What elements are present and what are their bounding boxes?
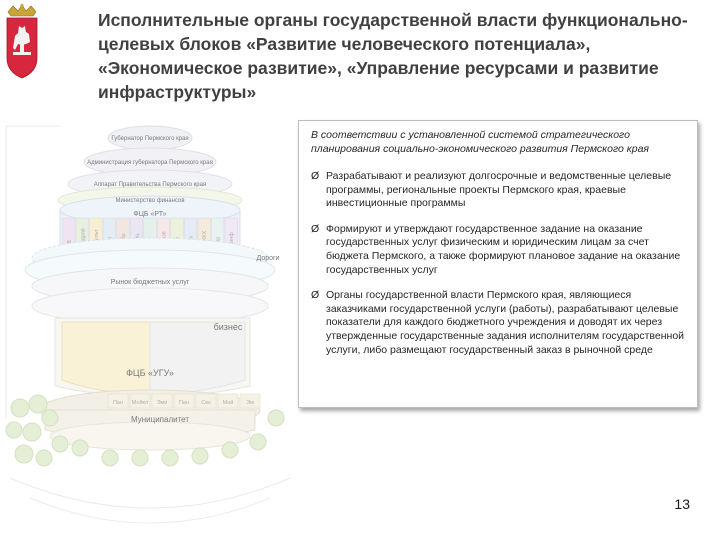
bullet-arrow-icon: Ø [311, 170, 320, 182]
tier-governor-label: Губернатор Пермского края [111, 136, 188, 142]
municipal-column [151, 393, 173, 409]
info-box: В соответствии с установленной системой … [298, 120, 698, 408]
info-item-text: Органы государственной власти Пермского … [326, 289, 685, 356]
municipal-column [217, 393, 239, 409]
info-item-text: Разрабатывают и реализуют долгосрочные и… [326, 170, 672, 210]
municipal-column [195, 393, 217, 409]
municipal-column [239, 393, 261, 409]
municipal-column-label: Мой [223, 399, 234, 406]
municipal-column [107, 393, 129, 409]
roads-label: Дороги [257, 255, 280, 262]
info-intro: В соответствии с установленной системой … [311, 129, 650, 155]
info-item: Ø Органы государственной власти Пермског… [311, 289, 689, 357]
page-number: 13 [674, 496, 690, 512]
municipal-column-label: Пан [113, 400, 123, 406]
ministry-column-label: Мин.инф [229, 232, 235, 255]
info-item-text: Формируют и утверждают государственное з… [326, 222, 681, 276]
market-label: Рынок бюджетных услуг [111, 278, 190, 286]
tier-government-apparatus-label: Аппарат Правительства Пермского края [94, 182, 206, 188]
slide-title: Исполнительные органы государственной вл… [98, 10, 688, 102]
municipal-column-label: Пан [179, 400, 189, 406]
perm-krai-coat-of-arms-icon [2, 2, 42, 80]
info-item: Ø Разрабатывают и реализуют долгосрочные… [311, 170, 689, 211]
tier-administration-label: Администрация губернатора Пермского края [87, 160, 213, 166]
bullet-arrow-icon: Ø [311, 222, 320, 235]
municipality-label: Муниципалитет [131, 415, 189, 424]
municipal-column [173, 393, 195, 409]
info-item: Ø Формируют и утверждают государственное… [311, 223, 689, 277]
fcb-rt-label: ФЦБ «РТ» [133, 211, 166, 218]
municipal-column-label: Мойкл [132, 399, 148, 406]
municipal-column-label: Эми [157, 400, 168, 406]
fcb-ugu-label: ФЦБ «УГУ» [126, 368, 174, 378]
tier-finance-ministry-label: Министерство финансов [115, 198, 184, 204]
municipal-column-label: Эм [246, 400, 254, 406]
bullet-arrow-icon: Ø [311, 289, 320, 302]
municipal-column-label: Сек [201, 400, 211, 406]
business-label: бизнес [214, 322, 243, 332]
municipal-column [129, 393, 151, 409]
government-structure-diagram: ИОГВМин.здравМин.культМин.спМин.обрМин.с… [0, 118, 300, 540]
